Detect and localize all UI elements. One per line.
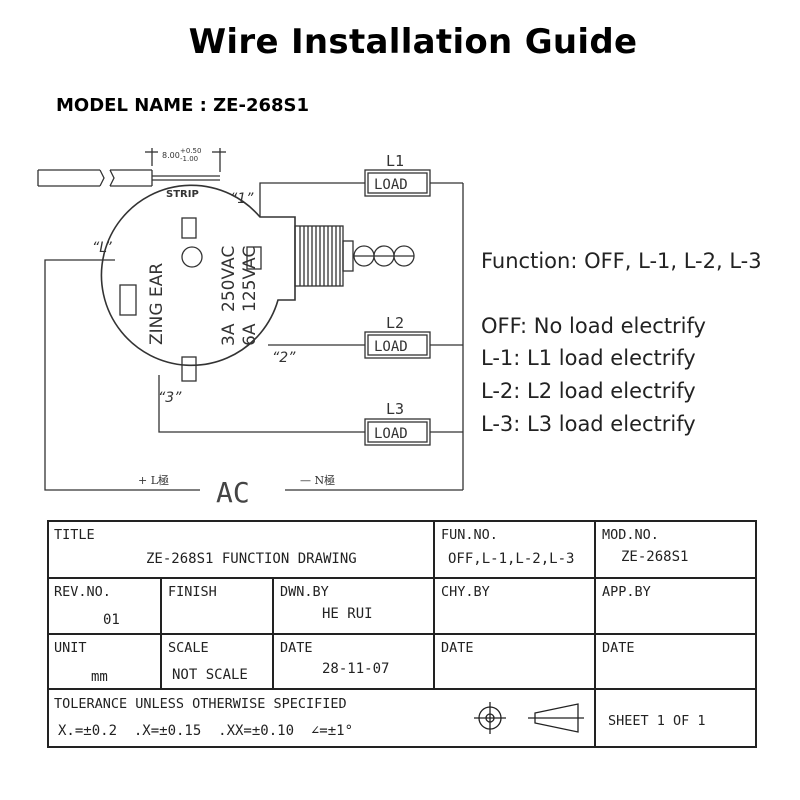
tb-fun-value: OFF,L-1,L-2,L-3 — [448, 551, 574, 567]
tb-scale-header: SCALE — [168, 640, 209, 656]
switch-shaft — [294, 225, 415, 287]
lug-top — [181, 217, 197, 239]
tb-finish-header: FINISH — [168, 584, 217, 600]
tb-dwn-header: DWN.BY — [280, 584, 329, 600]
switch-body — [100, 184, 296, 367]
strip-label: STRIP — [166, 189, 199, 200]
tb-date-value: 28-11-07 — [322, 661, 389, 677]
terminal-3-label: “3” — [158, 390, 182, 406]
tb-tolerance-header: TOLERANCE UNLESS OTHERWISE SPECIFIED — [54, 696, 347, 712]
function-l2: L-2: L2 load electrify — [481, 379, 696, 403]
minus-label: — N極 — [300, 473, 335, 487]
ac-label: AC — [216, 476, 250, 509]
terminal-1-label: “1” — [230, 191, 254, 207]
plus-label: + L極 — [138, 473, 169, 487]
tb-app-header: APP.BY — [602, 584, 651, 600]
tb-scale-value: NOT SCALE — [172, 667, 248, 683]
projection-symbol — [474, 702, 584, 734]
lug-right — [246, 246, 262, 270]
load-3-label: L3 — [386, 400, 404, 418]
function-l3: L-3: L3 load electrify — [481, 412, 696, 436]
tb-unit-header: UNIT — [54, 640, 87, 656]
ul-mark — [181, 246, 203, 268]
strip-wire — [37, 148, 226, 187]
terminal-l-label: “L” — [92, 240, 113, 256]
load-1-label: L1 — [386, 152, 404, 170]
tb-dwn-value: HE RUI — [322, 606, 373, 622]
tb-date2-header: DATE — [441, 640, 474, 656]
tb-tolerance-values: X.=±0.2 .X=±0.15 .XX=±0.10 ∠=±1° — [58, 723, 353, 739]
tb-fun-header: FUN.NO. — [441, 527, 498, 543]
function-off: OFF: No load electrify — [481, 314, 706, 338]
load-box-2 — [364, 331, 431, 359]
switch-rating-2: 125VAC — [240, 246, 260, 312]
tb-title-header: TITLE — [54, 527, 95, 543]
function-heading: Function: OFF, L-1, L-2, L-3 — [481, 249, 762, 273]
title-block — [47, 520, 757, 748]
strip-tol-minus: -1.00 — [180, 155, 198, 163]
tb-mod-value: ZE-268S1 — [621, 549, 688, 565]
load-box-1-text: LOAD — [374, 177, 408, 193]
tb-chy-header: CHY.BY — [441, 584, 490, 600]
wire-3 — [158, 375, 365, 433]
tb-title-value: ZE-268S1 FUNCTION DRAWING — [146, 551, 357, 567]
function-l1: L-1: L1 load electrify — [481, 346, 696, 370]
strip-dim: 8.00 — [162, 151, 180, 160]
wire-l — [44, 259, 200, 491]
strip-tol-plus: +0.50 — [180, 147, 201, 155]
tb-date3-header: DATE — [602, 640, 635, 656]
model-name: MODEL NAME : ZE-268S1 — [56, 95, 310, 116]
load-2-label: L2 — [386, 314, 404, 332]
switch-amp-2: 6A — [240, 323, 260, 346]
load-box-2-text: LOAD — [374, 339, 408, 355]
tb-rev-header: REV.NO. — [54, 584, 111, 600]
tb-sheet: SHEET 1 OF 1 — [608, 713, 706, 729]
load-box-1 — [364, 169, 431, 197]
load-box-3-text: LOAD — [374, 426, 408, 442]
load-box-3 — [364, 418, 431, 446]
wire-1 — [259, 182, 365, 217]
tb-unit-value: mm — [91, 669, 108, 685]
switch-amp-1: 3A — [219, 323, 239, 346]
tb-rev-value: 01 — [103, 612, 120, 628]
lug-left — [119, 284, 137, 316]
lug-bottom — [181, 356, 197, 382]
switch-rating-1: 250VAC — [219, 246, 239, 312]
terminal-2-label: “2” — [272, 350, 296, 366]
switch-brand: ZING EAR — [147, 263, 167, 345]
tb-date-header: DATE — [280, 640, 313, 656]
tb-mod-header: MOD.NO. — [602, 527, 659, 543]
page-title: Wire Installation Guide — [188, 22, 638, 62]
